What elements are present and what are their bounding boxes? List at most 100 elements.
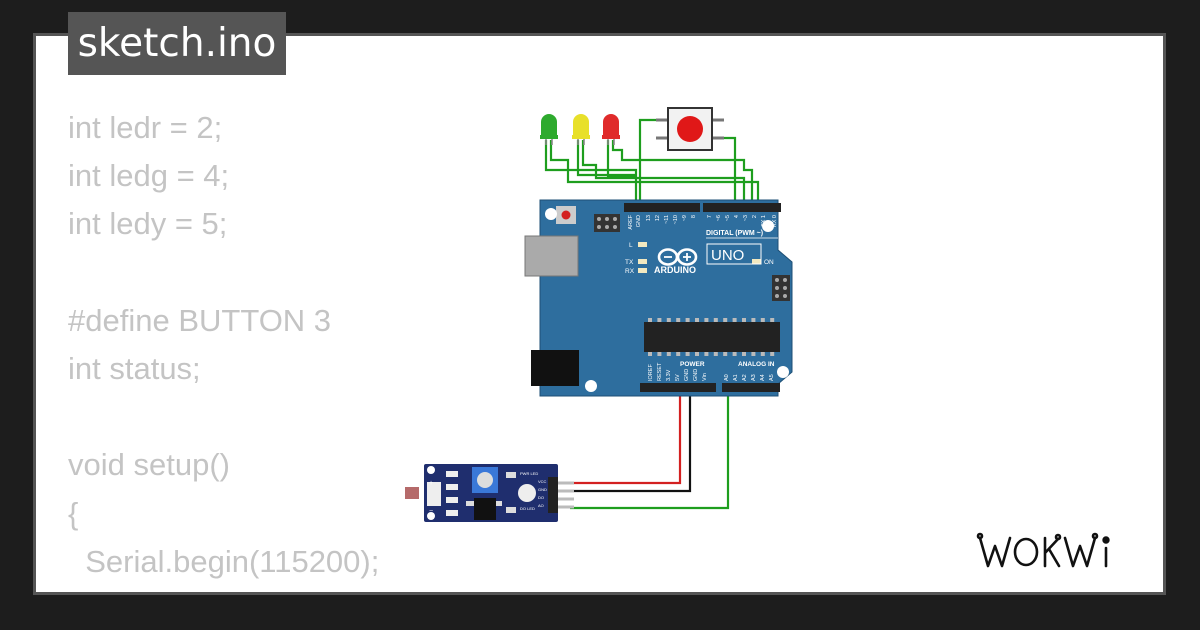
pin-label: A1 [733, 374, 739, 381]
pin-label: 3.3V [666, 369, 672, 381]
sensor-terminal [427, 482, 441, 506]
pin-label: ~3 [743, 215, 749, 221]
wire-button-gnd [638, 118, 668, 210]
wire-green-led-pin4 [549, 140, 760, 210]
pin-label: A3 [751, 374, 757, 381]
pin-label: 8 [691, 215, 697, 218]
wire-button-pin3 [712, 136, 737, 210]
pin-label: 7 [707, 215, 713, 218]
push-button[interactable] [656, 107, 724, 151]
smd-resistor [446, 497, 458, 503]
code-line: int ledr = 2; [68, 110, 223, 145]
pin-label: ~6 [716, 215, 722, 221]
icsp-header-right [772, 275, 790, 301]
smd-cap [506, 472, 516, 478]
wire-gnd-gnd [570, 385, 692, 493]
digital-header-left [624, 203, 700, 212]
pin-label: A0 [724, 374, 730, 381]
wire-green-led-gnd [544, 140, 638, 210]
arduino-logo-icon [657, 248, 698, 266]
pin-label: RX 0 [772, 215, 778, 227]
arduino-brand-label: ARDUINO [654, 265, 696, 275]
led-tx-label: TX [625, 259, 634, 266]
led-tx [638, 259, 647, 264]
pin-label: 12 [655, 215, 661, 221]
smd-cap [506, 507, 516, 513]
wokwi-logo [976, 532, 1110, 568]
pin-label: ~11 [664, 215, 670, 224]
sensor-header [548, 477, 558, 513]
pin-label: GND [693, 369, 699, 381]
code-preview: int ledr = 2;int ledg = 4;int ledy = 5;#… [68, 104, 428, 593]
pin-label: GND [684, 369, 690, 381]
microcontroller-chip [644, 322, 780, 352]
file-tab[interactable]: sketch.ino [68, 12, 286, 75]
mount-hole [777, 366, 789, 378]
pin-label: TX 1 [761, 215, 767, 227]
sensor-pin-label: AO [538, 503, 544, 508]
photoresistor-icon [405, 487, 419, 499]
pin-label: RESET [657, 362, 663, 381]
pin-label: GND [636, 215, 642, 227]
wire-red-led-pin2 [611, 140, 754, 210]
mount-hole [585, 380, 597, 392]
led-l [638, 242, 647, 247]
do-led-label: DO LED [520, 506, 535, 511]
pwr-led-label: PWR LED [520, 471, 538, 476]
analog-header [722, 383, 780, 392]
code-line: { [68, 495, 79, 531]
led-l-label: L [629, 242, 633, 249]
plus-sign: + [429, 480, 433, 487]
pin-label: 4 [734, 215, 740, 218]
model-frame [706, 243, 762, 265]
mount-hole [762, 220, 774, 232]
digital-header-right [703, 203, 781, 212]
pin-label: 2 [752, 215, 758, 218]
code-line: #define BUTTON 3 [68, 302, 332, 338]
wire-yellow-led-gnd [576, 140, 636, 177]
code-line: Serial.begin(115200); [68, 543, 380, 579]
pin-label: AREF [628, 214, 634, 229]
pin-label: IOREF [648, 364, 654, 381]
code-line: int status; [68, 350, 201, 386]
minus-sign: − [429, 508, 433, 515]
wires [544, 118, 760, 510]
sensor-pin-label: GND [538, 487, 547, 492]
reset-button[interactable] [561, 210, 571, 220]
mount-hole [545, 208, 557, 220]
preview-card: int ledr = 2;int ledg = 4;int ledy = 5;#… [33, 33, 1166, 595]
smd-resistor [446, 510, 458, 516]
status-led-icon [518, 484, 536, 502]
power-header [640, 383, 716, 392]
power-header-label: POWER [680, 361, 705, 368]
model-label: UNO [711, 247, 744, 264]
sensor-mount-hole [427, 466, 435, 474]
code-line: pinMode(ledr, OUTPUT); [68, 586, 428, 593]
button-cap[interactable] [677, 116, 703, 142]
pin-label: A4 [760, 374, 766, 381]
led-rx-label: RX [625, 268, 635, 275]
green-led [540, 114, 558, 145]
pin-label: 13 [646, 215, 652, 221]
button-body [667, 107, 713, 151]
wire-red-led-gnd [606, 140, 636, 179]
led-on-label: ON [764, 259, 774, 266]
pin-label: 5V [675, 374, 681, 381]
sensor-mount-hole [427, 512, 435, 520]
chip-pins [648, 318, 775, 356]
wire-yellow-led-pin5 [581, 140, 746, 210]
smd-resistor [446, 471, 458, 477]
pin-label: A2 [742, 374, 748, 381]
potentiometer-knob[interactable] [477, 472, 493, 488]
pin-label: ~9 [682, 215, 688, 221]
usb-connector [524, 235, 579, 277]
smd-resistor [446, 484, 458, 490]
power-jack [531, 350, 579, 386]
pin-label: A5 [769, 374, 775, 381]
